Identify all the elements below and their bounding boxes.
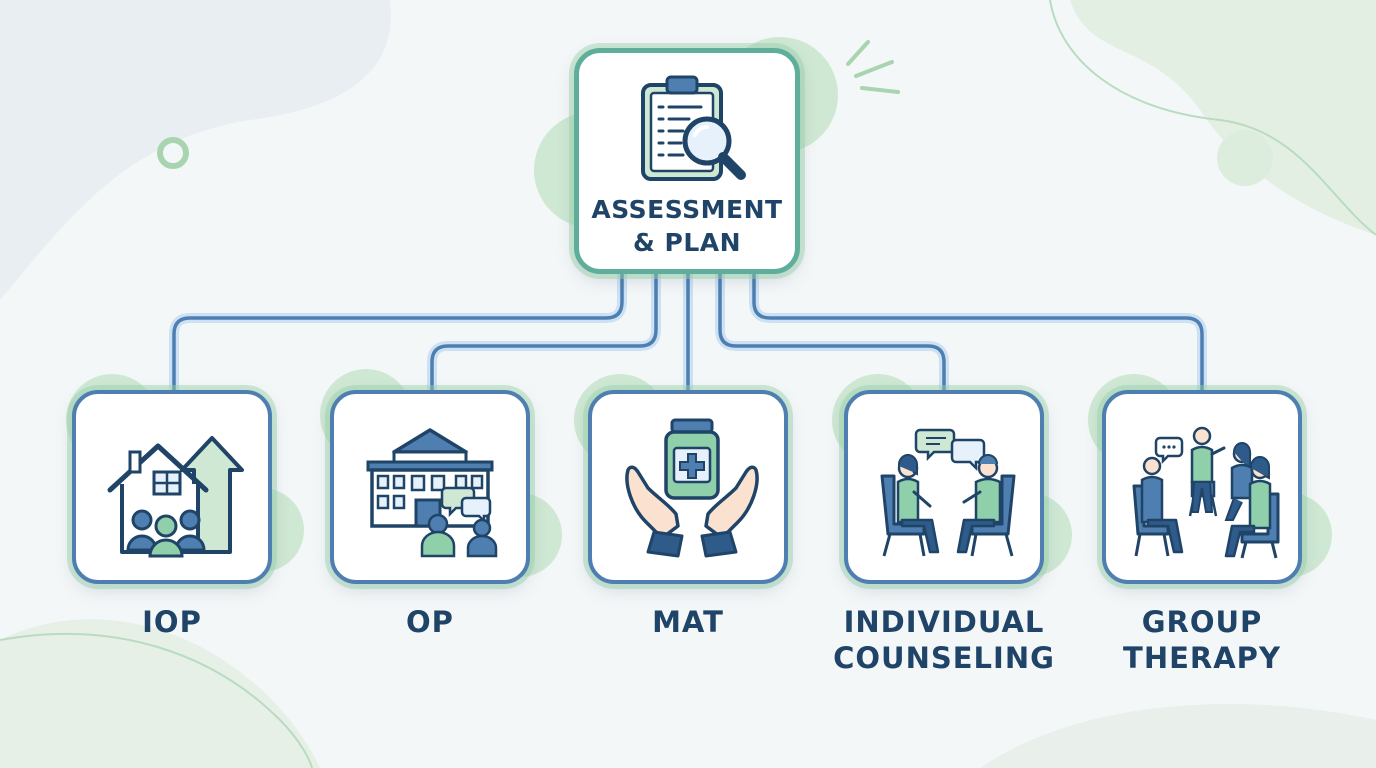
ring-decoration <box>157 137 189 169</box>
iop-node <box>72 390 272 584</box>
bg-blob-top-right <box>1070 0 1376 235</box>
root-title-line1: ASSESSMENT <box>591 195 783 224</box>
group-therapy-label-line1: GROUP <box>1141 605 1263 639</box>
group-circle-icon <box>1132 426 1280 559</box>
connector-group-therapy <box>752 272 1204 392</box>
group-therapy-node <box>1102 390 1302 584</box>
connector-individual-counseling <box>718 272 946 392</box>
connector-iop <box>172 272 624 392</box>
group-therapy-label: GROUP THERAPY <box>1062 604 1342 676</box>
op-label: OP <box>290 604 570 640</box>
op-label-line1: OP <box>406 605 454 639</box>
individual-counseling-node <box>844 390 1044 584</box>
root-title: ASSESSMENT & PLAN <box>579 193 795 259</box>
clipboard-magnifier-icon <box>641 75 746 181</box>
individual-counseling-label: INDIVIDUAL COUNSELING <box>804 604 1084 676</box>
mat-label: MAT <box>548 604 828 640</box>
group-therapy-label-line2: THERAPY <box>1123 641 1281 675</box>
mat-node <box>588 390 788 584</box>
bg-curve-top-right <box>1049 0 1376 236</box>
sparkle-decoration <box>846 40 900 94</box>
hands-medication-icon <box>625 418 759 558</box>
bg-blob-bottom-left <box>0 619 320 768</box>
iop-label: IOP <box>32 604 312 640</box>
bg-blob-bottom-right <box>980 703 1376 768</box>
house-family-arrow-icon <box>107 436 244 558</box>
iop-label-line1: IOP <box>142 605 202 639</box>
individual-counseling-label-line2: COUNSELING <box>833 641 1055 675</box>
bg-curve-bottom-left <box>0 632 313 768</box>
assessment-plan-node: ASSESSMENT & PLAN <box>574 48 800 274</box>
root-title-line2: & PLAN <box>632 228 742 257</box>
bg-dot-top-right <box>1217 130 1273 186</box>
clinic-consultation-icon <box>366 428 498 558</box>
bg-blob-top-left <box>0 0 391 300</box>
mat-label-line1: MAT <box>652 605 724 639</box>
op-node <box>330 390 530 584</box>
individual-counseling-label-line1: INDIVIDUAL <box>843 605 1045 639</box>
two-person-conversation-icon <box>880 428 1016 557</box>
connector-op <box>430 272 658 392</box>
